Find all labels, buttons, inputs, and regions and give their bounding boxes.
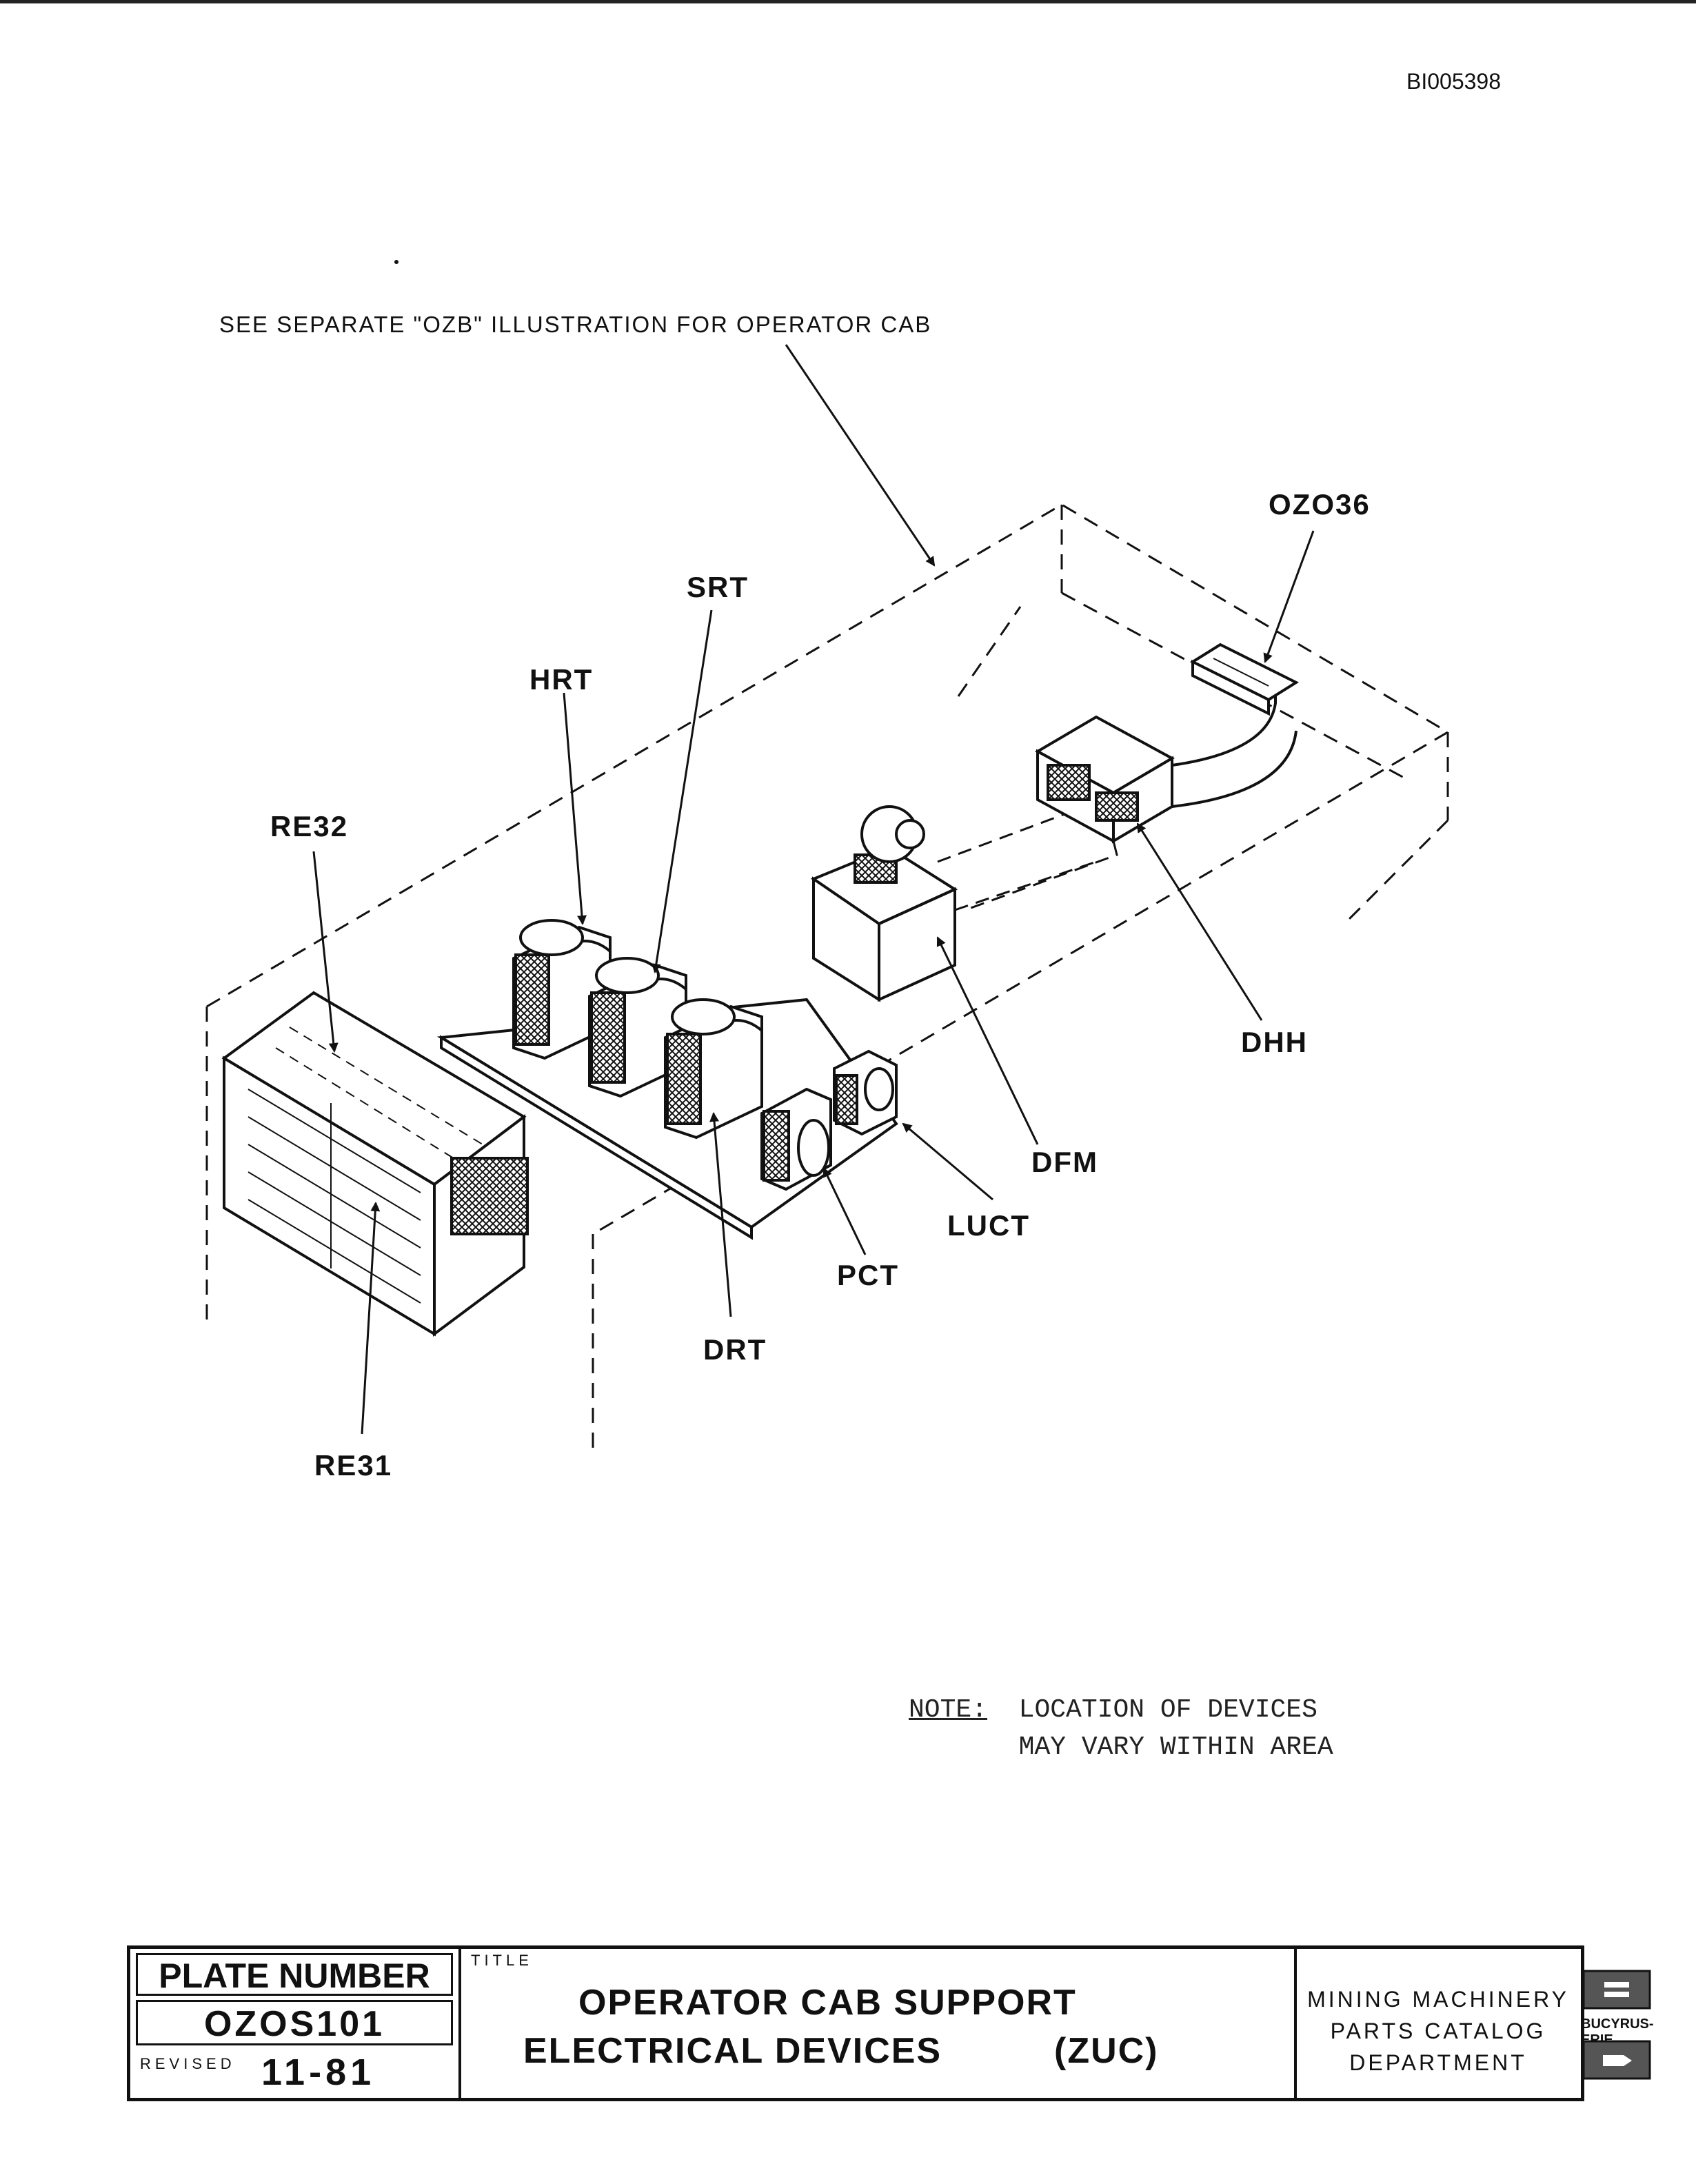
catalog-line-2: PARTS CATALOG bbox=[1330, 2019, 1546, 2043]
ozo36-panel bbox=[1189, 643, 1300, 716]
title-line-2: ELECTRICAL DEVICES bbox=[523, 2031, 942, 2071]
label-drt: DRT bbox=[703, 1333, 767, 1366]
title-label: TITLE bbox=[471, 1952, 533, 1969]
bucyrus-erie-logo-icon bbox=[1582, 1970, 1651, 2010]
label-re32: RE32 bbox=[270, 810, 349, 842]
catalog-line-3: DEPARTMENT bbox=[1349, 2050, 1527, 2075]
label-luct: LUCT bbox=[947, 1209, 1030, 1242]
location-note: NOTE: LOCATION OF DEVICES MAY VARY WITHI… bbox=[909, 1692, 1333, 1766]
see-separate-note: SEE SEPARATE "OZB" ILLUSTRATION FOR OPER… bbox=[219, 312, 932, 337]
dfm-box bbox=[810, 805, 958, 1002]
drt-transformer bbox=[664, 998, 763, 1140]
label-dfm: DFM bbox=[1031, 1146, 1098, 1178]
pct-transformer bbox=[760, 1087, 832, 1191]
title-code: (ZUC) bbox=[1054, 2031, 1159, 2071]
plate-number-value: OZOS101 bbox=[136, 2000, 453, 2045]
revised-value: 11-81 bbox=[261, 2052, 376, 2093]
plate-number-cell: PLATE NUMBER OZOS101 REVISED 11-81 bbox=[130, 1949, 461, 2098]
catalog-line-1: MINING MACHINERY bbox=[1307, 1987, 1569, 2012]
label-hrt: HRT bbox=[529, 663, 594, 696]
revised-label: REVISED bbox=[140, 2055, 236, 2072]
area-outline bbox=[205, 503, 1450, 1448]
label-pct: PCT bbox=[837, 1259, 899, 1291]
label-re31: RE31 bbox=[314, 1449, 393, 1482]
label-dhh: DHH bbox=[1241, 1026, 1308, 1058]
plate-number-label: PLATE NUMBER bbox=[136, 1953, 453, 1996]
top-border-line bbox=[0, 0, 1696, 3]
resistor-cabinet bbox=[221, 991, 529, 1337]
label-srt: SRT bbox=[687, 571, 749, 603]
bucyrus-erie-emblem-icon bbox=[1582, 2040, 1651, 2080]
label-ozo36: OZO36 bbox=[1269, 488, 1371, 520]
dhh-heater bbox=[1034, 682, 1298, 844]
catalog-cell: MINING MACHINERY PARTS CATALOG DEPARTMEN… bbox=[1297, 1949, 1654, 2098]
title-cell: TITLE OPERATOR CAB SUPPORT ELECTRICAL DE… bbox=[461, 1949, 1297, 2098]
note-line-2: MAY VARY WITHIN AREA bbox=[1018, 1732, 1333, 1762]
hrt-transformer bbox=[512, 919, 612, 1060]
catalog-department: MINING MACHINERY PARTS CATALOG DEPARTMEN… bbox=[1297, 1983, 1579, 2079]
note-heading: NOTE: bbox=[909, 1695, 988, 1725]
leader-lines bbox=[312, 344, 1315, 1435]
document-id: BI005398 bbox=[1406, 69, 1502, 94]
note-line-1: LOCATION OF DEVICES bbox=[1018, 1695, 1318, 1725]
luct-transformer bbox=[833, 1049, 898, 1136]
title-block: PLATE NUMBER OZOS101 REVISED 11-81 TITLE… bbox=[127, 1945, 1654, 2101]
title-line-1: OPERATOR CAB SUPPORT bbox=[578, 1983, 1077, 2023]
